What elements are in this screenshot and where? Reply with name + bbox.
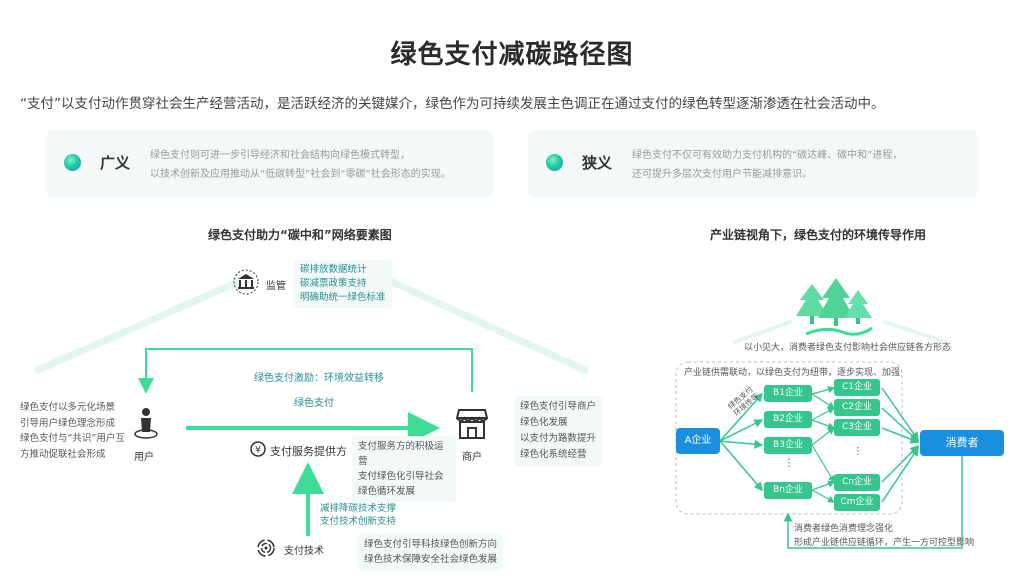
- forest-icon: [796, 278, 873, 336]
- user-desc-line: 方推动促联社会形成: [20, 448, 106, 460]
- consumer-node-box: [920, 430, 1004, 456]
- yen-icon: ¥: [250, 441, 266, 457]
- svg-text:¥: ¥: [255, 446, 261, 456]
- broad-description: 绿色支付则可进一步引导经济和社会结构向绿色模式转型， 以技术创新及应用推动从“低…: [150, 146, 451, 184]
- bottom-note-line: 形成产业链供应链循环，产生一方可控型影响: [794, 538, 975, 548]
- c-node: C1企业: [834, 379, 880, 396]
- top-note: 以小见大，消费者绿色支付影响社会供应链各方形态: [744, 343, 952, 353]
- merchant-desc-line: 以支付为路数提升: [520, 433, 597, 444]
- merchant-desc-line: 绿色化系统经营: [520, 449, 587, 460]
- broad-label: 广义: [100, 154, 131, 172]
- b-to-c-arrows: [811, 386, 836, 503]
- b-dots: ⋮: [784, 458, 794, 469]
- provider-desc-line: 支付服务方的积极运: [358, 441, 444, 452]
- regulator-item: 碳排放数据统计: [300, 264, 367, 275]
- narrow-desc-line: 绿色支付不仅可有效助力支付机构的“碳达峰、碳中和”进程，: [632, 150, 903, 161]
- c-node: C3企业: [834, 419, 880, 436]
- right-diagram-title: 产业链视角下，绿色支付的环境传导作用: [710, 228, 927, 242]
- narrow-description: 绿色支付不仅可有效助力支付机构的“碳达峰、碳中和”进程， 还可提升多层次支付用户…: [632, 146, 902, 184]
- a-node-box: [676, 428, 720, 454]
- tech-support-line: 支付技术创新支持: [320, 516, 397, 527]
- inner-note: 产业链供需联动，以绿色支付为纽带，逐步实现、加强: [684, 368, 901, 378]
- consumer-feedback-arrow: [783, 456, 963, 549]
- provider-description: 支付服务方的积极运 营 支付绿色化引导社会 绿色循环发展: [352, 436, 456, 502]
- tech-support-line: 减排降碳技术支撑: [320, 503, 397, 514]
- c-node: C2企业: [834, 399, 880, 416]
- broad-card: 广义 绿色支付则可进一步引导经济和社会结构向绿色模式转型， 以技术创新及应用推动…: [46, 130, 494, 198]
- user-icon: [134, 408, 158, 439]
- b-node: B1企业: [764, 385, 812, 402]
- c-node: Cm企业: [834, 494, 880, 511]
- merchant-desc-line: 绿色化发展: [520, 417, 568, 428]
- narrow-label: 狭义: [582, 154, 613, 172]
- broad-dot-icon: [64, 154, 81, 171]
- green-payment-label: 绿色支付: [294, 398, 334, 409]
- triangle-lines: [34, 278, 589, 374]
- provider-desc-line: 营: [358, 456, 368, 467]
- bottom-note-line: 消费者绿色消费理念强化: [794, 524, 894, 534]
- tech-label: 支付技术: [284, 546, 324, 557]
- page-subtitle: “支付”以支付动作贯穿社会生产经营活动，是活跃经济的关键媒介，绿色作为可持续发展…: [20, 96, 885, 112]
- narrow-desc-line: 还可提升多层次支付用户节能减排意识。: [632, 169, 812, 180]
- regulator-item: 明确助统一绿色标准: [300, 292, 386, 303]
- c-dots: ⋮: [853, 446, 863, 457]
- incentive-label: 绿色支付激励：环境效益转移: [254, 373, 384, 384]
- bottom-note: 消费者绿色消费理念强化 形成产业链供应链循环，产生一方可控型影响: [794, 522, 974, 550]
- user-label: 用户: [134, 452, 154, 463]
- incentive-loop-arrow: [138, 348, 473, 394]
- regulator-items: 碳排放数据统计 碳减票政策支持 明确助统一绿色标准: [294, 260, 392, 308]
- regulator-label: 监管: [266, 281, 286, 292]
- regulator-item: 碳减票政策支持: [300, 278, 367, 289]
- regulator-icon: [233, 269, 259, 295]
- c-node: Cn企业: [834, 474, 880, 491]
- user-desc-line: 绿色支付以多元化场景: [20, 402, 116, 413]
- user-desc-line: 引导用户绿色理念形成: [20, 417, 116, 429]
- a-to-b-arrows: [719, 392, 764, 492]
- tech-description: 绿色支付引导科技绿色创新方向 绿色技术保障安全社会绿色发展: [358, 534, 504, 570]
- b-node: B2企业: [764, 411, 812, 428]
- c-to-consumer-arrows: [881, 387, 920, 503]
- page-title: 绿色支付减碳路径图: [390, 40, 634, 70]
- merchant-label: 商户: [462, 452, 482, 463]
- b-node: Bn企业: [764, 482, 812, 499]
- consumer-node: 消费者: [945, 436, 979, 449]
- broad-desc-line: 以技术创新及应用推动从“低碳转型”社会到“零碳”社会形态的实现。: [150, 169, 451, 180]
- narrow-card: 狭义 绿色支付不仅可有效助力支付机构的“碳达峰、碳中和”进程， 还可提升多层次支…: [528, 130, 978, 198]
- merchant-description: 绿色支付引导商户 绿色化发展 以支付为路数提升 绿色化系统经营: [514, 396, 603, 466]
- user-description: 绿色支付以多元化场景 引导用户绿色理念形成 绿色支付与“共识”用户互 方推动促联…: [20, 400, 125, 462]
- tech-desc-line: 绿色技术保障安全社会绿色发展: [364, 554, 498, 565]
- merchant-desc-line: 绿色支付引导商户: [520, 401, 597, 412]
- provider-desc-line: 支付绿色化引导社会: [358, 471, 444, 482]
- left-diagram-title: 绿色支付助力“碳中和”网络要素图: [208, 228, 392, 242]
- a-node: A企业: [684, 435, 712, 446]
- broad-desc-line: 绿色支付则可进一步引导经济和社会结构向绿色模式转型，: [150, 150, 410, 161]
- user-desc-line: 绿色支付与“共识”用户互: [20, 433, 125, 444]
- b-node: B3企业: [764, 437, 812, 454]
- narrow-dot-icon: [546, 154, 563, 171]
- provider-label: 支付服务提供方: [270, 445, 347, 458]
- fingerprint-icon: [257, 539, 275, 557]
- tech-support-note: 减排降碳技术支撑 支付技术创新支持: [320, 502, 396, 528]
- shop-icon: [455, 409, 489, 439]
- tech-desc-line: 绿色支付引导科技绿色创新方向: [364, 539, 498, 550]
- provider-desc-line: 绿色循环发展: [358, 486, 416, 497]
